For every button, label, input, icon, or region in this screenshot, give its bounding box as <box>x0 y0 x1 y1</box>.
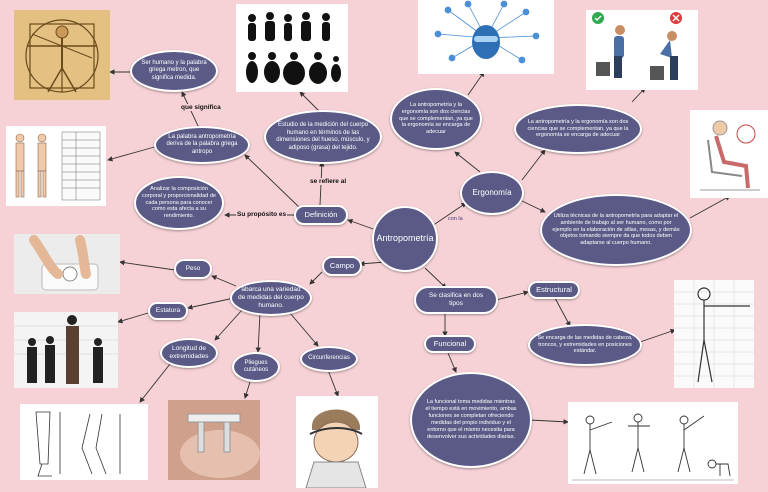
node-utiliza[interactable]: Utiliza técnicas de la antropometría par… <box>540 194 692 266</box>
node-ergonomia[interactable]: Ergonomía <box>460 171 524 215</box>
node-funcional[interactable]: Funcional <box>424 335 476 353</box>
node-palabra[interactable]: La palabra antropometría deriva de la pa… <box>154 126 250 164</box>
body-types-image <box>236 4 348 92</box>
node-clasifica[interactable]: Se clasifica en dos tipos <box>414 286 498 314</box>
label-su-proposito: Su propósito es <box>236 211 288 218</box>
limb-length-image <box>20 404 148 480</box>
node-longitud[interactable]: Longitud de extremidades <box>160 338 218 368</box>
node-pliegues[interactable]: Pliegues cutáneos <box>232 352 280 382</box>
node-peso[interactable]: Peso <box>174 259 212 279</box>
scale-photo-image <box>14 234 120 294</box>
node-funcional-desc[interactable]: La funcional toma medidas mientras el ti… <box>410 372 532 468</box>
node-ser-humano[interactable]: Ser humano y la palabra griega metron, q… <box>130 50 218 92</box>
node-erg-top[interactable]: La antropometría y la ergonomía son dos … <box>390 88 482 150</box>
node-analizar[interactable]: Analizar la composición corporal y propo… <box>134 176 224 230</box>
node-estatura[interactable]: Estatura <box>148 302 188 320</box>
node-estudio[interactable]: Estudio de la medición del cuerpo humano… <box>264 110 382 164</box>
label-con-la: con la <box>448 216 463 222</box>
height-lineup-image <box>14 312 118 388</box>
skeleton-grid-image <box>674 280 754 388</box>
skinfold-caliper-image <box>168 400 260 480</box>
label-se-refiere: se refiere al <box>309 178 348 185</box>
node-antropometria[interactable]: Antropometría <box>372 206 438 272</box>
chair-sketch-image <box>690 110 768 198</box>
functional-diagram-image <box>568 402 738 484</box>
vitruvian-man-image <box>14 10 110 100</box>
label-que-significa: que significa <box>180 104 222 111</box>
head-circumference-image <box>296 396 378 488</box>
node-campo[interactable]: Campo <box>322 256 362 276</box>
node-definicion[interactable]: Definición <box>294 205 348 225</box>
robot-head-image <box>418 0 554 74</box>
lifting-posture-image <box>586 10 698 90</box>
node-estructural[interactable]: Estructural <box>528 281 580 299</box>
node-estructural-desc[interactable]: Se encarga de las medidas de cabeza, tro… <box>528 324 642 366</box>
node-abarca[interactable]: abarca una variedad de medidas del cuerp… <box>230 280 312 316</box>
node-circunferencias[interactable]: Circunferencias <box>300 346 358 372</box>
node-erg-right[interactable]: La antropometría y la ergonomía son dos … <box>514 104 642 154</box>
body-chart-image <box>6 126 106 206</box>
